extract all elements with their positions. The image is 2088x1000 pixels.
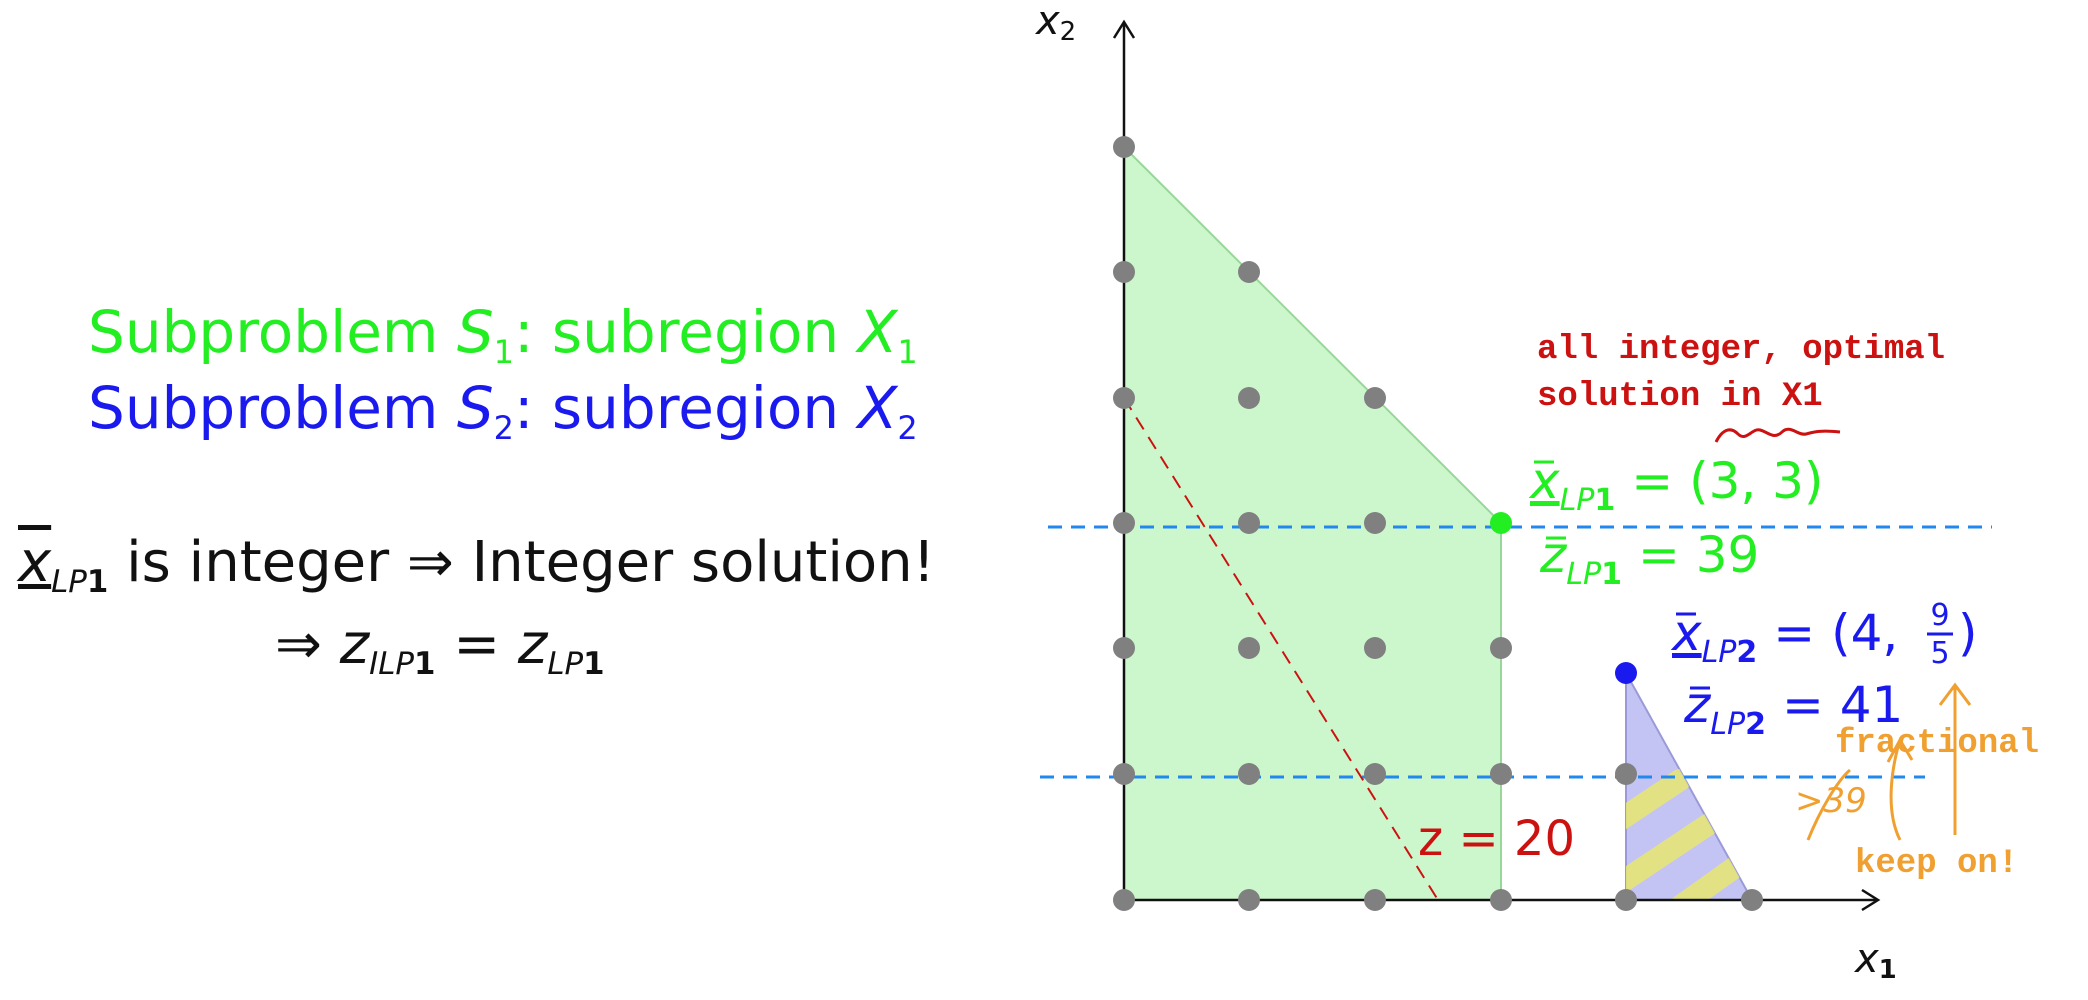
s1-prefix: Subproblem — [88, 298, 457, 366]
lp1-solution: xLP1= (3, 3) — [1528, 452, 1824, 518]
xlp1-subnum: 1 — [86, 563, 109, 600]
lp2-optimum-point — [1615, 662, 1637, 684]
xlp1-var: x — [18, 530, 52, 595]
x-axis-arrowhead — [1861, 888, 1881, 912]
lattice-point — [1113, 637, 1135, 659]
x1-var: X — [857, 298, 898, 366]
lattice-point — [1615, 763, 1637, 785]
lattice-point — [1113, 387, 1135, 409]
zilp-sub: ILP — [369, 645, 414, 682]
lp2-solution: xLP2= (4, — [1670, 604, 1898, 670]
s2-mid: : subregion — [513, 374, 858, 442]
annotation-fractional: fractional — [1835, 725, 2039, 763]
zlp-sub: LP — [547, 645, 584, 682]
zilp-subnum: 1 — [413, 645, 436, 682]
lattice-point — [1364, 637, 1386, 659]
s1-mid: : subregion — [513, 298, 858, 366]
lp1-optimum-point — [1490, 512, 1512, 534]
xlp1-sub: LP — [51, 563, 87, 600]
x2-sub: 2 — [897, 409, 918, 448]
lp2-frac-denominator: 5 — [1930, 636, 1949, 671]
s2-var: S — [456, 374, 494, 442]
zlp-var: z — [517, 612, 548, 677]
lattice-point — [1490, 763, 1512, 785]
lattice-point — [1741, 889, 1763, 911]
zilp-var: z — [339, 612, 370, 677]
subproblem-s2-line: Subproblem S2: subregion X2 — [88, 374, 918, 447]
lattice-point — [1113, 261, 1135, 283]
lattice-point — [1113, 889, 1135, 911]
subproblem-s1-line: Subproblem S1: subregion X1 — [88, 298, 918, 371]
annotation-optimal-line2: solution in X1 — [1537, 378, 1823, 416]
annotation-optimal-line1: all integer, optimal — [1537, 331, 1945, 369]
hatch-pattern — [1626, 769, 1752, 900]
arrow-to-fraction-value — [1938, 682, 1972, 835]
s1-sub: 1 — [493, 333, 514, 372]
x-axis-label: x1 — [1853, 936, 1897, 985]
objective-label: z = 20 — [1418, 811, 1575, 867]
annotation-keep-on: keep on! — [1855, 845, 2018, 883]
y-axis-arrowhead — [1112, 19, 1136, 39]
s2-prefix: Subproblem — [88, 374, 457, 442]
x1-sub: 1 — [897, 333, 918, 372]
lattice-point — [1113, 136, 1135, 158]
squiggle-underline — [1714, 427, 1841, 443]
subregion-x1 — [1123, 144, 1502, 901]
lp2-frac-numerator: 9 — [1930, 598, 1949, 633]
arrow-from-gt39 — [1806, 768, 1851, 841]
lattice-point — [1364, 763, 1386, 785]
integer-text: is integer ⇒ Integer solution! — [108, 530, 936, 595]
s2-sub: 2 — [493, 409, 514, 448]
integer-statement: xLP1 is integer ⇒ Integer solution! — [18, 530, 935, 600]
lattice-point — [1238, 889, 1260, 911]
lp2-objective: zLP2= 41 — [1683, 676, 1903, 742]
lattice-point — [1364, 889, 1386, 911]
lattice-point — [1238, 512, 1260, 534]
lattice-point — [1490, 889, 1512, 911]
lattice-points — [1113, 136, 1763, 911]
lattice-point — [1238, 261, 1260, 283]
lattice-point — [1238, 387, 1260, 409]
implies-arrow: ⇒ — [275, 612, 340, 677]
lattice-point — [1113, 512, 1135, 534]
x2-var: X — [857, 374, 898, 442]
objective-line — [1123, 397, 1439, 901]
s1-var: S — [456, 298, 494, 366]
lattice-point — [1238, 763, 1260, 785]
equals-sign: = — [435, 612, 518, 677]
lattice-point — [1490, 637, 1512, 659]
lattice-point — [1615, 889, 1637, 911]
lattice-point — [1364, 512, 1386, 534]
z-equality-statement: ⇒ zILP1 = zLP1 — [275, 612, 605, 682]
y-axis-label: x2 — [1034, 0, 1076, 47]
lattice-point — [1113, 763, 1135, 785]
lattice-point — [1238, 637, 1260, 659]
lp1-objective: zLP1= 39 — [1539, 526, 1759, 592]
lp2-solution-close: ) — [1958, 604, 1978, 662]
annotation-gt39: >39 — [1795, 781, 1867, 821]
lattice-point — [1364, 387, 1386, 409]
zlp-subnum: 1 — [583, 645, 605, 682]
arrow-to-fractional — [1886, 736, 1914, 841]
